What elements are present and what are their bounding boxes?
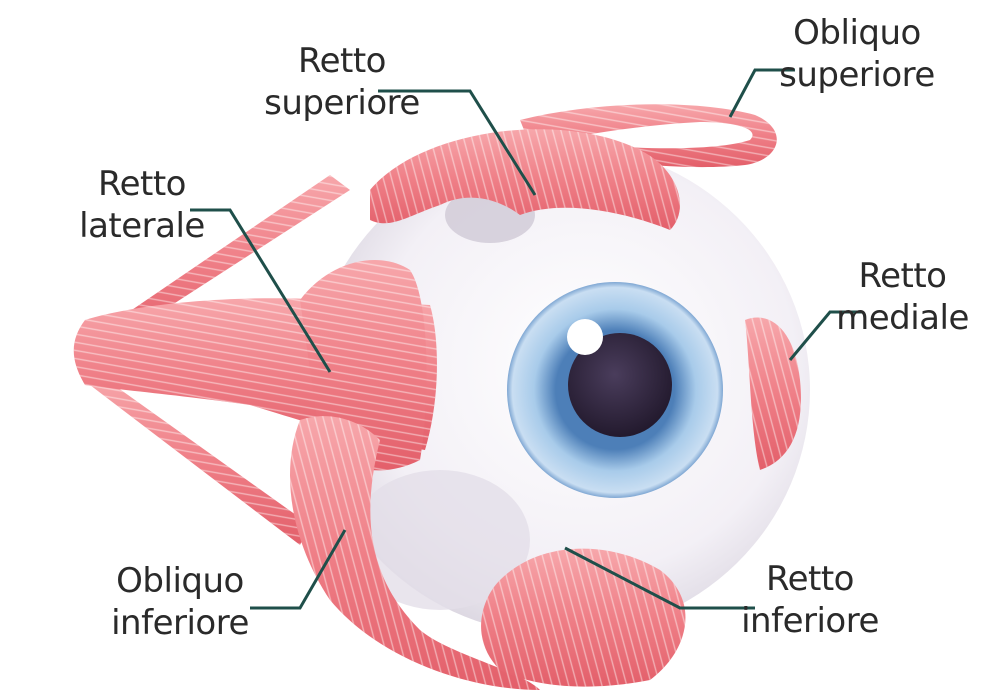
- label-obliquo-inferiore-line1: Obliquo: [116, 561, 244, 601]
- apex-strands: [90, 175, 350, 545]
- leader-obliquo-inferiore: [250, 529, 347, 610]
- label-obliquo-inferiore-line2: inferiore: [111, 603, 249, 643]
- label-obliquo-superiore: Obliquo superiore: [772, 12, 942, 96]
- label-obliquo-inferiore: Obliquo inferiore: [100, 560, 260, 644]
- superior-oblique-muscle: [520, 104, 777, 168]
- label-retto-superiore-line2: superiore: [264, 83, 420, 123]
- leader-retto-superiore: [378, 89, 537, 196]
- label-retto-mediale-line1: Retto: [858, 256, 947, 296]
- leader-obliquo-superiore: [728, 68, 795, 118]
- label-obliquo-superiore-line2: superiore: [779, 55, 935, 95]
- label-retto-superiore-line1: Retto: [298, 41, 386, 81]
- label-retto-laterale: Retto laterale: [72, 163, 212, 247]
- label-retto-mediale-line2: mediale: [836, 298, 969, 338]
- sclera-shadow-lower: [350, 470, 530, 610]
- label-retto-inferiore-line2: inferiore: [741, 601, 879, 641]
- label-retto-laterale-line2: laterale: [79, 206, 205, 246]
- leader-retto-inferiore: [564, 546, 755, 610]
- eye-highlight: [567, 319, 603, 355]
- leader-retto-laterale: [190, 208, 332, 373]
- label-retto-inferiore-line1: Retto: [766, 559, 854, 599]
- label-retto-mediale: Retto mediale: [830, 255, 975, 339]
- label-retto-laterale-line1: Retto: [98, 164, 186, 204]
- leader-retto-mediale: [788, 310, 862, 361]
- medial-rectus-muscle: [745, 317, 801, 470]
- label-retto-inferiore: Retto inferiore: [730, 558, 890, 642]
- leader-lines: [190, 68, 862, 610]
- label-obliquo-superiore-line1: Obliquo: [793, 13, 921, 53]
- inferior-oblique-muscle: [290, 416, 540, 690]
- pupil: [568, 333, 672, 437]
- label-retto-superiore: Retto superiore: [262, 40, 422, 124]
